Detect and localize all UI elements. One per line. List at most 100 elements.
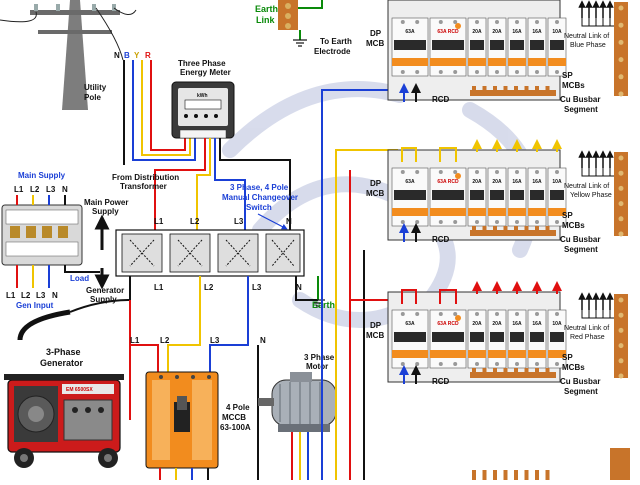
neutral-wire [609, 310, 614, 319]
neutral-screw [618, 231, 624, 237]
sp-mcb-breaker: 20A [467, 17, 487, 77]
breaker-terminal [438, 362, 443, 366]
neutral-screw [618, 216, 624, 222]
busbar-bar [470, 372, 556, 378]
rcd-breaker: 63A RCD [429, 309, 467, 369]
neutral-link-bar [614, 152, 628, 237]
neutral-wire [581, 168, 614, 177]
neutral-bar [614, 294, 628, 378]
svg-text:L2: L2 [21, 291, 31, 300]
breaker-terminal [535, 20, 539, 24]
sp-mcb-breaker: 10A [547, 309, 567, 369]
dp-mcb-label: MCB [366, 189, 384, 198]
sp-mcb-breaker: 20A [487, 309, 507, 369]
breaker-terminal [555, 312, 559, 316]
cu-busbar-label: Segment [564, 245, 598, 254]
breaker-stripe [488, 58, 506, 66]
gen-input-label: Gen Input [16, 301, 54, 310]
dp-mcb-breaker: 63A [391, 309, 429, 369]
breaker-terminal [438, 70, 443, 74]
busbar-tooth [545, 226, 550, 232]
breaker-terminal [475, 362, 479, 366]
generator-cable [17, 309, 71, 341]
sp-mcb-breaker: 16A [527, 309, 547, 369]
breaker-terminal [475, 312, 479, 316]
rcd-test-button [455, 173, 461, 179]
busbar-bar [470, 90, 556, 96]
svg-text:L1: L1 [6, 291, 16, 300]
breaker-stripe [392, 208, 428, 216]
service-wires [123, 60, 196, 165]
breaker-rating: 20A [472, 179, 482, 185]
neutral-bar [614, 2, 628, 96]
breaker-stripe [392, 350, 428, 358]
breaker-rating: 10A [552, 29, 562, 35]
cu-busbar-segment [470, 368, 556, 378]
breaker-terminal [453, 20, 458, 24]
neutral-wire [602, 310, 614, 319]
breaker-rating: 20A [492, 321, 502, 327]
earth-ground-icon [293, 39, 307, 47]
breaker-terminal [495, 312, 499, 316]
neutral-wire [602, 168, 614, 177]
busbar-tooth [545, 86, 550, 92]
neutral-screw [618, 155, 624, 161]
rcd-label: RCD [432, 377, 450, 386]
breaker-stripe [430, 350, 466, 358]
breaker-stripe [468, 208, 486, 216]
neutral-wire [602, 18, 614, 27]
neutral-wire [595, 310, 614, 319]
breaker-stripe [392, 58, 428, 66]
busbar-tooth [535, 86, 539, 92]
neutral-screw [618, 185, 624, 191]
neutral-screw [618, 22, 624, 28]
phase-letter-r: R [145, 51, 151, 60]
dp-mcb-breaker: 63A [391, 17, 429, 77]
breaker-stripe [468, 350, 486, 358]
load-label: Load [70, 274, 89, 283]
busbar-tooth [535, 368, 539, 374]
breaker-terminal [535, 170, 539, 174]
neutral-link-bar [614, 2, 628, 97]
busbar-tooth [482, 470, 487, 480]
busbar-tooth [472, 226, 476, 232]
busbar-tooth [514, 368, 518, 374]
sp-mcb-breaker: 16A [507, 167, 527, 227]
earth-label: Earth [312, 300, 335, 310]
cu-busbar-label: Cu Busbar [560, 235, 600, 244]
svg-text:L2: L2 [204, 283, 214, 292]
neutral-wire [581, 310, 614, 319]
mccb-out-wires [159, 345, 259, 480]
breaker-handle [510, 332, 524, 342]
svg-text:L1: L1 [154, 217, 164, 226]
breaker-handle [470, 190, 484, 200]
busbar-tooth [503, 368, 508, 374]
busbar-tooth [493, 368, 497, 374]
rcd-breaker: 63A RCD [429, 167, 467, 227]
breaker-handle [550, 190, 564, 200]
sp-mcbs-label: SP [562, 353, 573, 362]
busbar-tooth [493, 86, 497, 92]
busbar-tooth [524, 470, 529, 480]
breaker-terminal [475, 20, 479, 24]
sp-mcb-breaker: 10A [547, 167, 567, 227]
neutral-screw [618, 5, 624, 11]
breaker-terminal [555, 362, 559, 366]
meter-output-wires [154, 138, 291, 232]
breaker-terminal [495, 362, 499, 366]
breaker-terminal [555, 170, 559, 174]
breaker-terminal [475, 170, 479, 174]
breaker-rating: 63A RCD [437, 179, 459, 185]
neutral-link-label: Neutral Link of [564, 33, 609, 40]
phase-letter-b: B [124, 51, 130, 60]
terminal-bottom-labels: L1 L2 L3 N [6, 291, 58, 300]
breaker-terminal [475, 220, 479, 224]
breaker-handle [510, 40, 524, 50]
breaker-handle [550, 332, 564, 342]
neutral-screw [618, 57, 624, 63]
busbar-tooth [524, 368, 529, 374]
dp-mcb-label: DP [370, 321, 382, 330]
neutral-screw [618, 74, 624, 80]
busbar-tooth [472, 86, 476, 92]
